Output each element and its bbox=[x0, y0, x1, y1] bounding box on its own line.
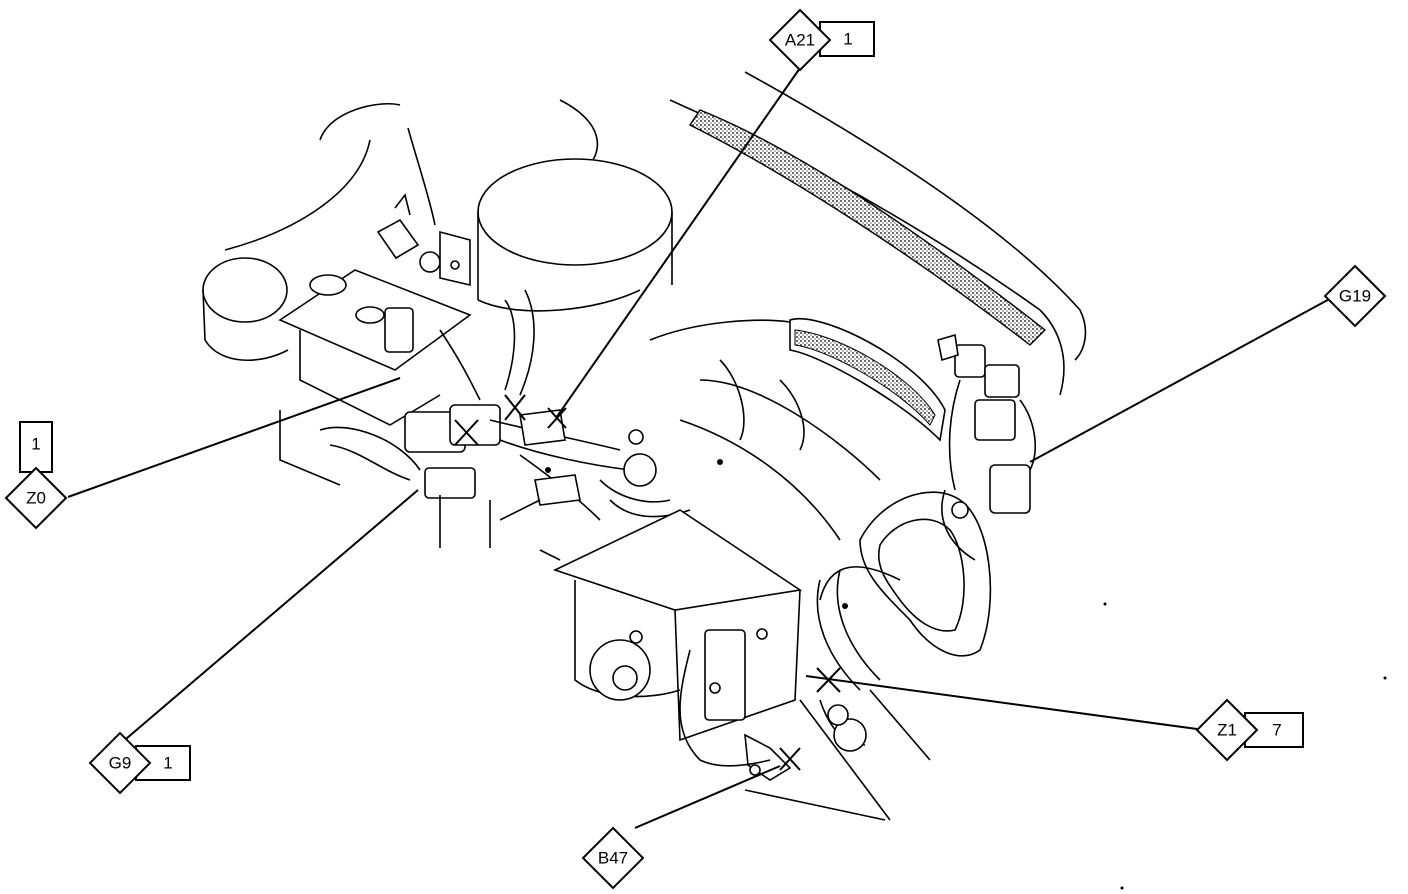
callout-z0-diamond bbox=[4, 466, 68, 530]
callout-z0-count: 1 bbox=[31, 435, 40, 454]
callout-z1-count: 7 bbox=[1272, 721, 1281, 740]
callout-a21-code: A21 bbox=[785, 31, 815, 50]
callout-b47[interactable]: B47 bbox=[581, 826, 645, 890]
callout-b47-diamond bbox=[581, 826, 645, 890]
callout-z1[interactable]: 7 Z1 bbox=[1195, 698, 1304, 762]
callout-a21-diamond bbox=[768, 8, 832, 72]
leader-line-g19 bbox=[1029, 295, 1336, 463]
callout-g9-diamond bbox=[88, 731, 152, 795]
leader-line-b47 bbox=[634, 765, 781, 829]
leader-line-z1 bbox=[805, 675, 1198, 730]
callout-g19[interactable]: G19 bbox=[1323, 264, 1387, 328]
callout-z0[interactable]: 1 Z0 bbox=[4, 421, 68, 530]
callout-z0-count-box bbox=[19, 421, 53, 473]
callout-g19-code: G19 bbox=[1339, 287, 1371, 306]
callout-g9[interactable]: 1 G9 bbox=[88, 731, 191, 795]
callout-z0-code: Z0 bbox=[26, 489, 46, 508]
callout-b47-code: B47 bbox=[598, 849, 628, 868]
callout-g9-code: G9 bbox=[109, 754, 132, 773]
callout-z1-code: Z1 bbox=[1217, 721, 1237, 740]
callout-z1-diamond bbox=[1195, 698, 1259, 762]
callout-g9-count: 1 bbox=[163, 754, 172, 773]
callout-g19-diamond bbox=[1323, 264, 1387, 328]
leader-line-g9 bbox=[119, 489, 419, 745]
callout-a21[interactable]: 1 A21 bbox=[768, 8, 875, 72]
engine-illustration bbox=[202, 71, 1387, 890]
callout-a21-count: 1 bbox=[843, 30, 852, 49]
leader-line-a21 bbox=[555, 67, 801, 419]
connector-markers bbox=[454, 394, 841, 771]
leader-line-z0 bbox=[67, 377, 401, 498]
